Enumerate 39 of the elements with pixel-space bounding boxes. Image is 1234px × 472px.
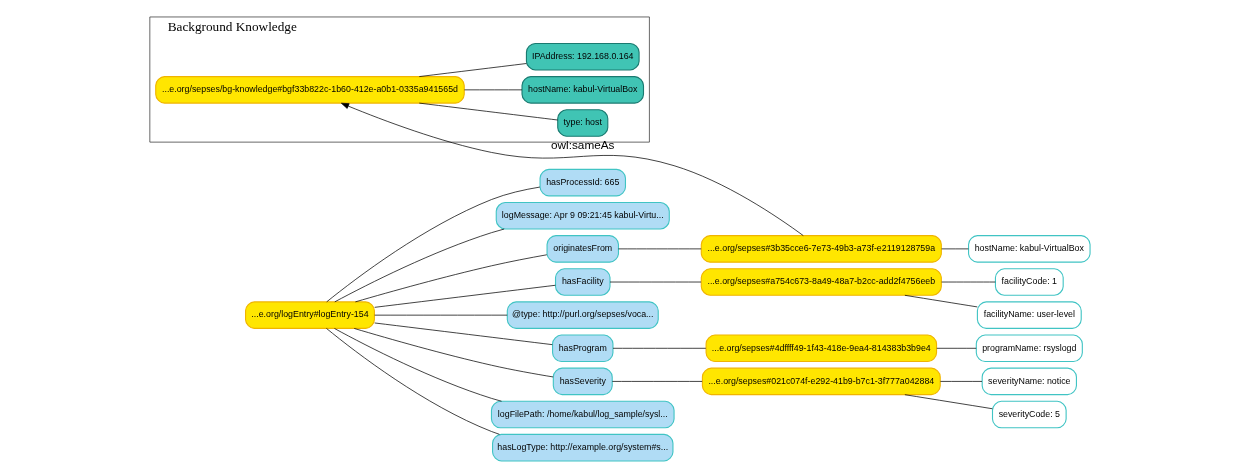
connector: [418, 102, 558, 121]
node-box: @type: http://purl.org/sepses/voca...: [506, 301, 659, 329]
node-box: ...e.org/sepses#a754c673-8a49-48a7-b2cc-add2f4756eeb: [700, 268, 942, 296]
connector: [353, 328, 554, 378]
connector: [418, 63, 527, 77]
node-box: programName: rsyslogd: [975, 334, 1083, 363]
node-box: type: host: [557, 109, 609, 137]
node-box: ...e.org/logEntry#logEntry-154: [245, 301, 375, 329]
node-box: hostName: kabul-VirtualBox: [521, 76, 645, 104]
connector: [940, 381, 983, 382]
connector: [904, 394, 993, 410]
connector: [374, 284, 556, 308]
connector: [326, 328, 500, 435]
node-box: logMessage: Apr 9 09:21:45 kabul-Virtu...: [495, 201, 670, 230]
node-box: hasLogType: http://example.org/system#s...: [492, 433, 674, 462]
node-box: hasProcessId: 665: [539, 168, 626, 197]
connector: [904, 294, 978, 308]
connector: [611, 381, 703, 382]
connector: [334, 228, 505, 303]
node-box: severityName: notice: [981, 367, 1077, 396]
node-box: severityCode: 5: [991, 400, 1067, 429]
node-box: ...e.org/sepses#3b35cce6-7e73-49b3-a73f-e2119128759a: [700, 235, 942, 263]
connector: [355, 254, 548, 303]
node-box: ...e.org/sepses#4dffff49-1f43-418e-9ea4-814383b3b9e4: [705, 334, 938, 363]
node-box: ...e.org/sepses/bg-knowledge#bgf33b822c-1b60-412e-a0b1-0335a941565d: [155, 76, 465, 104]
connector: [374, 322, 553, 345]
connector: [326, 186, 541, 303]
node-box: facilityName: user-level: [976, 301, 1082, 329]
node-box: originatesFrom: [546, 235, 619, 263]
arrow: [341, 102, 804, 236]
node-box: hasProgram: [552, 334, 614, 363]
node-box: hostName: kabul-VirtualBox: [968, 235, 1091, 263]
node-box: ...e.org/sepses#021c074f-e292-41b9-b7c1-3f777a042884: [701, 367, 941, 396]
node-box: logFilePath: /home/kabul/log_sample/sysl...: [490, 400, 675, 429]
node-box: facilityCode: 1: [994, 268, 1064, 296]
node-box: hasSeverity: [552, 367, 613, 396]
node-box: hasFacility: [554, 268, 611, 296]
node-box: IPAddress: 192.168.0.164: [525, 42, 640, 71]
connector: [334, 328, 502, 402]
